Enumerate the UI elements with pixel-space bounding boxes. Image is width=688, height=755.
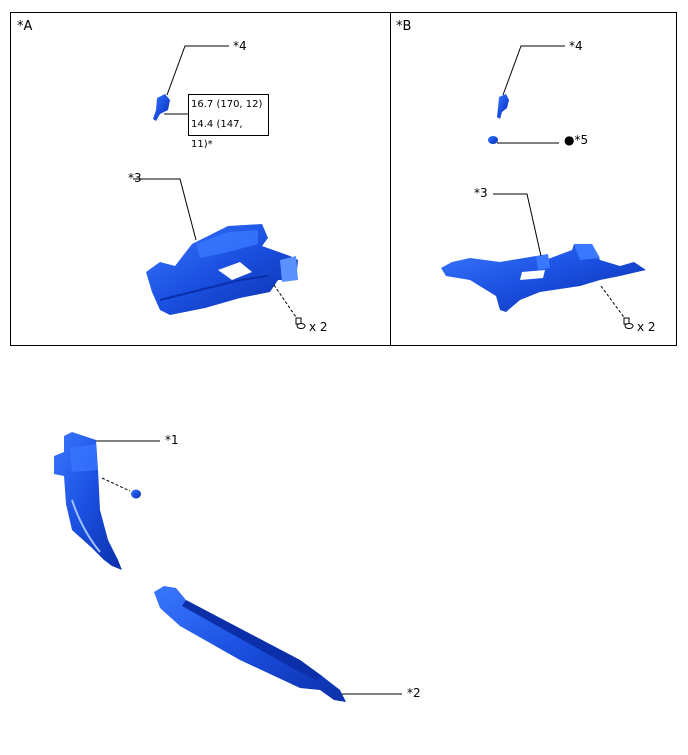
clip-part-1 [131,489,141,499]
clip-part-4-a [153,94,170,121]
clip-part-5-b [488,136,498,144]
install-dashline-b [600,285,627,321]
panel-a-label: *A [17,19,33,34]
leader-line-3-b [493,193,542,257]
scuff-plate-part-2 [154,586,346,702]
leader-line-3-a [133,178,197,241]
callout-part-3-a: *3 [128,171,142,185]
callout-part-4-b: *4 [569,39,583,53]
torque-spec-line-2: 14.4 (147, 11)* [191,119,243,150]
leader-line-4-b [502,45,565,96]
callout-part-2: *2 [407,686,421,700]
pillar-trim-part-1 [54,432,122,570]
callout-part-4-a: *4 [233,39,247,53]
install-dashline-1 [101,477,131,492]
panel-b-label: *B [396,19,412,34]
callout-part-3-b: *3 [474,186,488,200]
clip-part-4-b [497,94,509,119]
leader-line-4-a [166,45,229,96]
callout-part-5-b: ●*5 [564,133,589,147]
install-dashline-a [273,284,299,321]
fastener-quantity-a: x 2 [309,320,328,334]
bracket-part-3-a [146,224,298,315]
screw-icon-a [295,317,306,329]
screw-icon-b [623,317,634,329]
fastener-quantity-b: x 2 [637,320,656,334]
torque-spec-line-1: 16.7 (170, 12) [191,99,263,110]
torque-spec-box: 16.7 (170, 12) 14.4 (147, 11)* [188,94,269,150]
bracket-part-3-b [441,244,646,312]
callout-part-1: *1 [165,433,179,447]
